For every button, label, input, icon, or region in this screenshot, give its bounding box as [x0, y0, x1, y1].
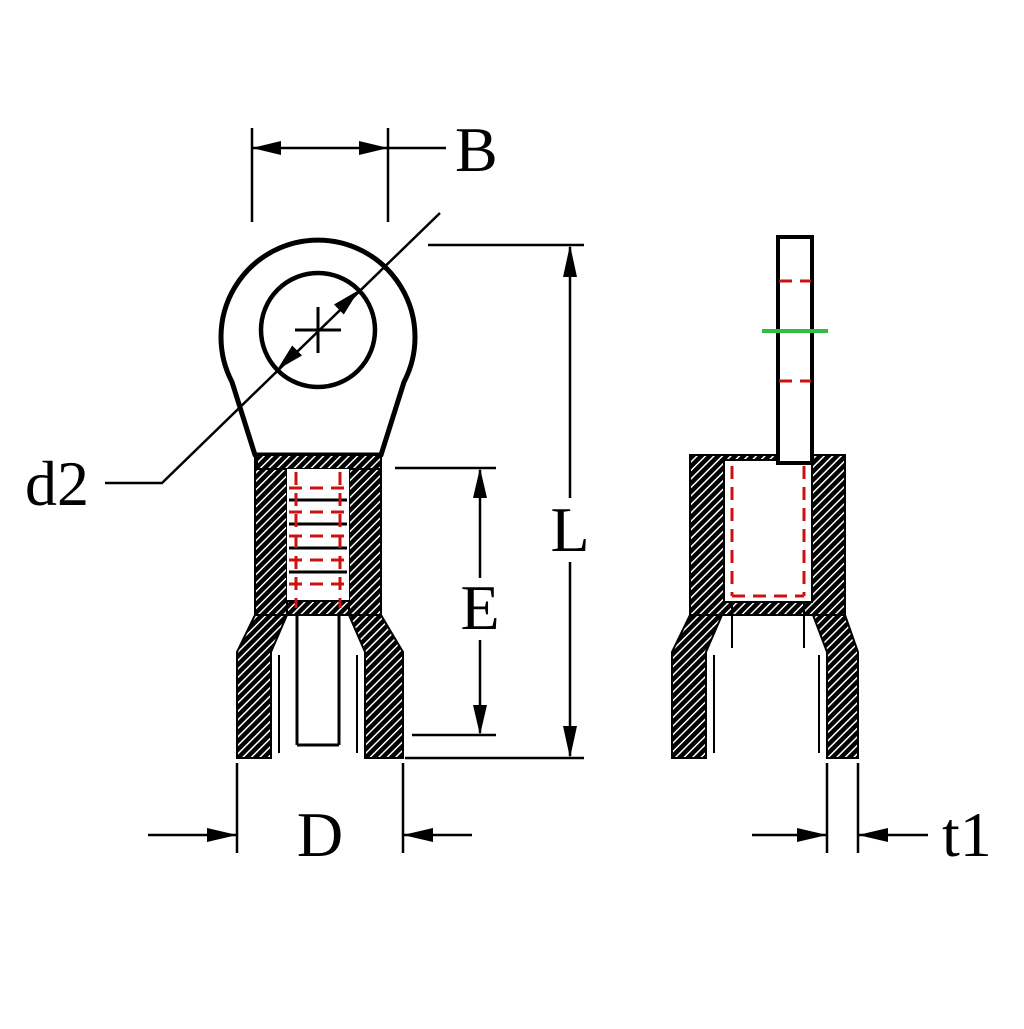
barrel-bottom-band — [286, 600, 350, 616]
arrow-right-icon — [359, 141, 388, 155]
sleeve-wall-right — [347, 614, 404, 759]
arrow-up-icon — [563, 245, 577, 277]
dim-label-t1: t1 — [942, 799, 992, 870]
dimension-t1: t1 — [752, 763, 992, 870]
front-view: B d2 L E D — [25, 114, 590, 870]
wire-strand-lines — [730, 466, 806, 598]
arrow-right-icon — [207, 828, 237, 842]
wire-barrel-front — [254, 454, 382, 616]
dimension-B-lines — [250, 128, 446, 222]
dim-label-D: D — [297, 799, 343, 870]
dimension-E-lines — [395, 466, 496, 737]
insulation-sleeve-front — [236, 614, 404, 759]
arrow-upright-icon — [334, 290, 359, 315]
sleeve-inner-lines — [713, 655, 820, 753]
wire-channel-lines — [295, 615, 341, 747]
sleeve-wall-left — [236, 614, 289, 759]
hole-edge-marks — [779, 279, 811, 383]
dimension-D: D — [148, 763, 472, 870]
dimension-L-lines — [405, 243, 584, 760]
arrow-down-icon — [563, 726, 577, 758]
arrow-right-icon — [797, 828, 827, 842]
wire-strand-lines — [289, 472, 347, 608]
dimension-d2: d2 — [25, 212, 441, 519]
side-view: t1 — [671, 235, 992, 870]
barrel-cavity — [723, 459, 813, 603]
wire-barrel-side — [689, 454, 846, 648]
ring-tongue — [218, 237, 418, 458]
arrow-left-icon — [858, 828, 888, 842]
ring-tab-side — [762, 235, 828, 465]
barrel-wall-left — [254, 454, 288, 616]
tab-profile — [776, 235, 814, 465]
arrow-up-icon — [473, 468, 487, 498]
dimension-B: B — [250, 114, 498, 222]
arrow-left-icon — [252, 141, 281, 155]
barrel-wall-right — [348, 454, 382, 616]
dim-label-d2: d2 — [25, 448, 89, 519]
dim-label-E: E — [460, 572, 499, 643]
cavity-lower-lines — [731, 602, 805, 648]
arrow-left-icon — [403, 828, 433, 842]
dimension-E: E — [395, 466, 500, 737]
sleeve-wall-left — [671, 614, 724, 759]
dim-label-L: L — [550, 494, 589, 565]
dimension-D-lines — [148, 763, 472, 853]
dim-label-B: B — [455, 114, 498, 185]
sleeve-wall-right — [811, 614, 859, 759]
arrow-downleft-icon — [277, 345, 302, 370]
barrel-top-band — [256, 454, 382, 470]
sleeve-inner-lines — [278, 655, 358, 753]
serration-lines — [289, 498, 347, 574]
insulation-sleeve-side — [671, 614, 859, 759]
dimension-t1-lines — [752, 763, 928, 853]
dimension-L: L — [405, 243, 590, 760]
arrow-down-icon — [473, 705, 487, 735]
